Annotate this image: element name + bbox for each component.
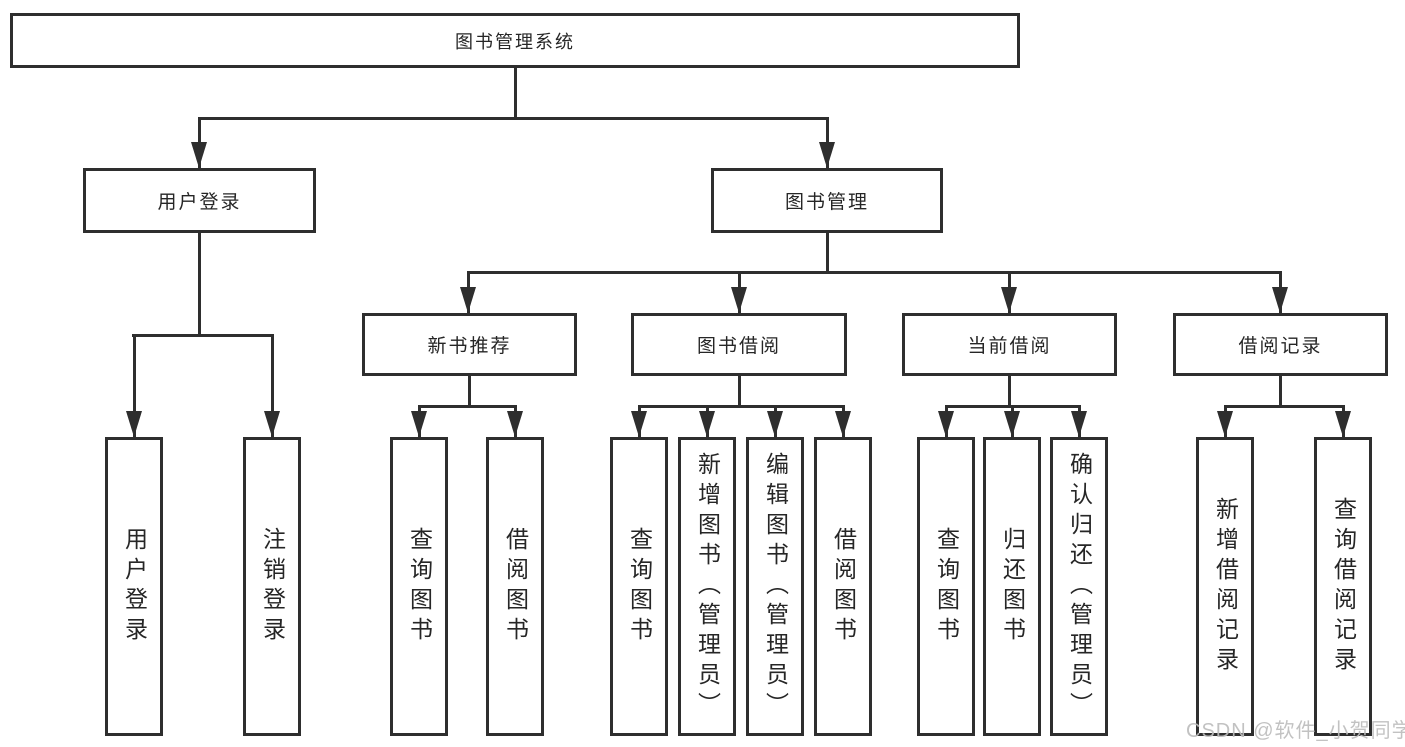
arrow-down-icon — [1071, 411, 1087, 437]
arrow-down-icon — [1335, 411, 1351, 437]
connector-book-management-stem — [826, 233, 829, 273]
leaf-query-books-borrow: 查询图书 — [610, 437, 668, 736]
node-label: 图书借阅 — [696, 336, 781, 357]
connector-borrow-records-rail — [1224, 405, 1345, 408]
connector-new-book-stem — [468, 376, 471, 407]
arrow-down-icon — [631, 411, 647, 437]
node-user-login: 用户登录 — [83, 168, 316, 233]
node-label: 查询图书 — [406, 526, 433, 647]
node-label: 图书管理系统 — [455, 31, 575, 52]
arrow-down-icon — [1004, 411, 1020, 437]
connector-user-login-stem — [198, 233, 201, 336]
leaf-borrow-books: 借阅图书 — [814, 437, 872, 736]
connector-book-borrow-stem — [738, 376, 741, 407]
connector-root-stem — [514, 68, 517, 120]
connector-drop-leaf — [133, 334, 136, 437]
arrow-down-icon — [191, 142, 207, 168]
leaf-user-login: 用户登录 — [105, 437, 163, 736]
arrow-down-icon — [835, 411, 851, 437]
leaf-add-book-admin: 新增图书（管理员） — [678, 437, 736, 736]
leaf-add-borrow-record: 新增借阅记录 — [1196, 437, 1254, 736]
node-label: 借阅图书 — [502, 526, 529, 647]
leaf-query-books-current: 查询图书 — [917, 437, 975, 736]
connector-borrow-records-stem — [1279, 376, 1282, 407]
node-label: 查询借阅记录 — [1330, 496, 1357, 677]
arrow-down-icon — [1272, 287, 1288, 313]
arrow-down-icon — [1001, 287, 1017, 313]
node-book-borrow: 图书借阅 — [631, 313, 847, 376]
arrow-down-icon — [507, 411, 523, 437]
node-borrow-records: 借阅记录 — [1173, 313, 1388, 376]
leaf-borrow-books-recommend: 借阅图书 — [486, 437, 544, 736]
connector-root-rail — [198, 117, 829, 120]
node-label: 新书推荐 — [427, 336, 512, 357]
leaf-confirm-return-admin: 确认归还（管理员） — [1050, 437, 1108, 736]
node-label: 注销登录 — [259, 526, 286, 647]
node-label: 用户登录 — [121, 526, 148, 647]
connector-new-book-rail — [418, 405, 517, 408]
node-label: 借阅记录 — [1238, 336, 1323, 357]
leaf-query-books-recommend: 查询图书 — [390, 437, 448, 736]
node-label: 借阅图书 — [830, 526, 857, 647]
node-label: 确认归还（管理员） — [1066, 451, 1093, 722]
arrow-down-icon — [411, 411, 427, 437]
connector-drop-leaf — [271, 334, 274, 437]
connector-current-borrow-stem — [1008, 376, 1011, 407]
node-label: 用户登录 — [157, 192, 242, 213]
arrow-down-icon — [1217, 411, 1233, 437]
node-label: 查询图书 — [626, 526, 653, 647]
leaf-edit-book-admin: 编辑图书（管理员） — [746, 437, 804, 736]
arrow-down-icon — [731, 287, 747, 313]
arrow-down-icon — [767, 411, 783, 437]
node-library-management-system: 图书管理系统 — [10, 13, 1020, 68]
csdn-watermark: CSDN @软件_小贺同学 — [1186, 720, 1405, 742]
connector-user-login-rail — [132, 334, 274, 337]
connector-book-borrow-rail — [638, 405, 845, 408]
node-book-management: 图书管理 — [711, 168, 943, 233]
arrow-down-icon — [264, 411, 280, 437]
arrow-down-icon — [126, 411, 142, 437]
node-label: 新增借阅记录 — [1212, 496, 1239, 677]
arrow-down-icon — [819, 142, 835, 168]
node-label: 查询图书 — [933, 526, 960, 647]
arrow-down-icon — [460, 287, 476, 313]
connector-book-management-rail — [467, 271, 1282, 274]
node-label: 新增图书（管理员） — [694, 451, 721, 722]
arrow-down-icon — [699, 411, 715, 437]
node-label: 归还图书 — [999, 526, 1026, 647]
node-new-book-recommend: 新书推荐 — [362, 313, 577, 376]
node-current-borrow: 当前借阅 — [902, 313, 1117, 376]
leaf-logout: 注销登录 — [243, 437, 301, 736]
leaf-return-book: 归还图书 — [983, 437, 1041, 736]
node-label: 编辑图书（管理员） — [762, 451, 789, 722]
node-label: 图书管理 — [784, 192, 869, 213]
arrow-down-icon — [938, 411, 954, 437]
node-label: 当前借阅 — [967, 336, 1052, 357]
leaf-query-borrow-record: 查询借阅记录 — [1314, 437, 1372, 736]
